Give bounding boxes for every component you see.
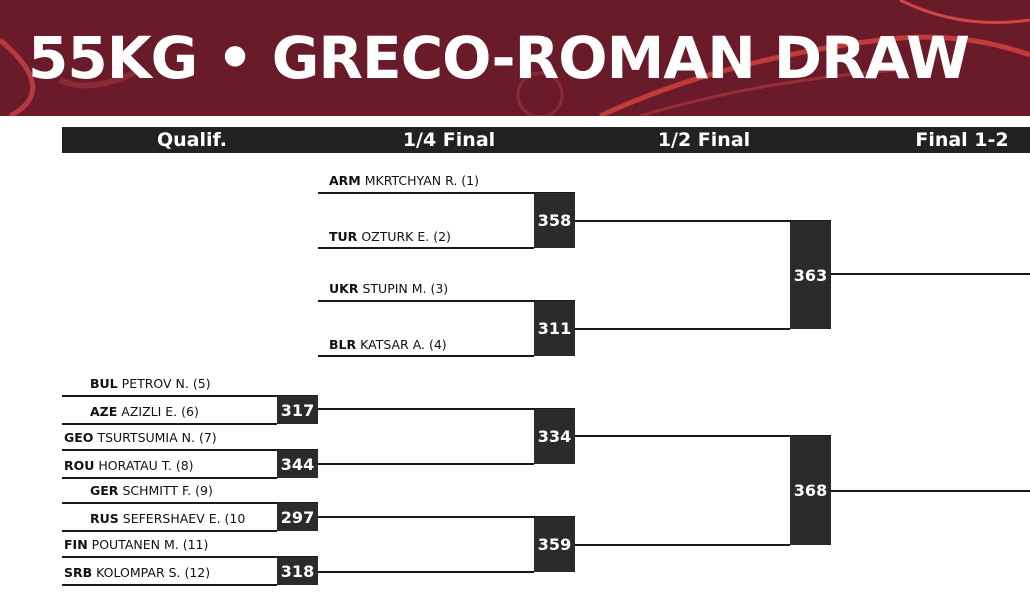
- bout-box-sf2: 368: [790, 436, 831, 545]
- banner-decoration: [0, 0, 1030, 116]
- bout-box-q3: 297: [277, 503, 318, 531]
- bout-box-q4: 318: [277, 557, 318, 585]
- round-qualif: Qualif.: [157, 129, 227, 151]
- bout-box-qf1: 358: [534, 193, 575, 248]
- bout-box-q2: 344: [277, 450, 318, 478]
- page-title: 55KG • GRECO-ROMAN DRAW: [28, 24, 970, 92]
- bout-box-qf4: 359: [534, 517, 575, 572]
- round-semi-final: 1/2 Final: [657, 129, 751, 151]
- bout-box-qf2: 311: [534, 301, 575, 356]
- bout-box-sf1: 363: [790, 221, 831, 329]
- bout-box-q1: 317: [277, 396, 318, 424]
- round-quarter-final: 1/4 Final: [402, 129, 496, 151]
- bout-box-qf3: 334: [534, 409, 575, 464]
- header-banner: 55KG • GRECO-ROMAN DRAW: [0, 0, 1030, 116]
- rounds-header: Qualif. 1/4 Final 1/2 Final Final 1-2: [62, 127, 1030, 153]
- round-final: Final 1-2: [915, 129, 1009, 151]
